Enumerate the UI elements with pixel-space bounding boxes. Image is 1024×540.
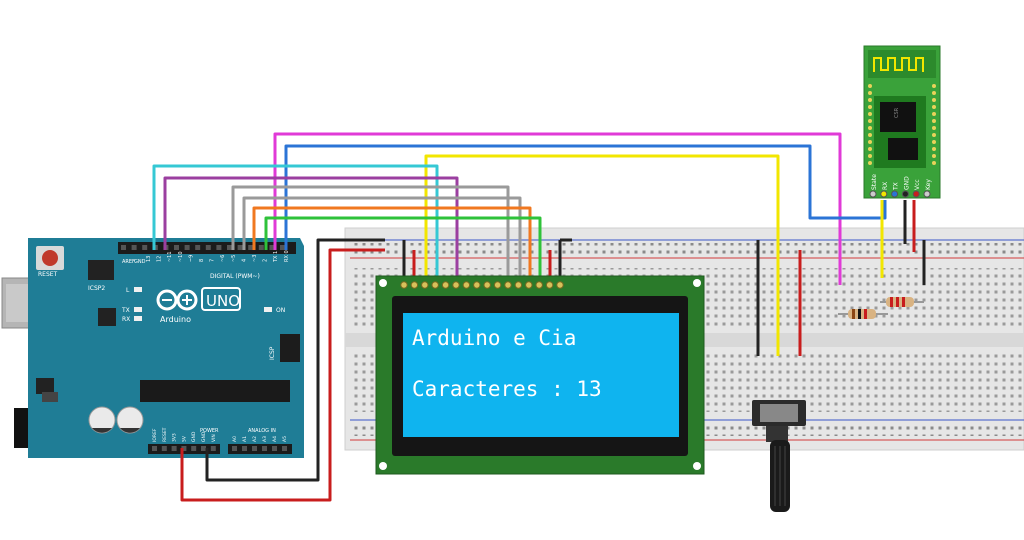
lcd-line-2: Caracteres : 13	[412, 377, 602, 401]
tx-led-label: TX	[121, 307, 130, 314]
on-label: ON	[276, 307, 285, 314]
analog-pin-label: A1	[242, 436, 248, 442]
power-pin-label: 3V3	[172, 433, 178, 442]
power-pin-label: 5V	[181, 435, 187, 442]
reset-label: RESET	[38, 271, 58, 278]
power-pin-label: GND	[201, 431, 207, 442]
wire-black-gnd	[205, 238, 385, 482]
analog-label: ANALOG IN	[248, 428, 276, 434]
arduino-logo-icon	[156, 289, 198, 311]
bt-chip-text: CSR	[894, 107, 900, 118]
wire-magenta	[273, 132, 842, 285]
digital-pin-label: ~11	[167, 251, 173, 262]
wire-yellow-pot	[424, 154, 780, 356]
analog-pin-label: A0	[232, 436, 238, 442]
wire-purple	[163, 176, 459, 285]
resistor-icon	[838, 297, 924, 319]
arduino-uno-board: RESET ICSP2 13 12 ~11 ~10 ~9 8 7 ~6 ~5 4 ~3 2 TX 1 RX…	[1, 238, 304, 458]
power-pin-label: IOREF	[152, 428, 158, 442]
digital-pin-label: 4	[241, 259, 247, 262]
gnd-label: GND	[134, 259, 146, 265]
analog-pin-label: A4	[272, 436, 278, 442]
lcd-line-1: Arduino e Cia	[412, 326, 576, 350]
wire-green	[264, 216, 542, 285]
analog-pin-label: A5	[282, 436, 288, 442]
lcd-display-module: Arduino e Cia Caracteres : 13	[375, 275, 705, 475]
digital-pin-label: ~5	[231, 255, 237, 262]
digital-pin-label: ~9	[188, 255, 194, 262]
power-pin-label: RESET	[162, 427, 168, 442]
wire-cyan	[152, 164, 439, 285]
analog-pin-label: A3	[262, 436, 268, 442]
bt-pin-label: RX	[882, 182, 889, 190]
bt-pin-label: State	[871, 174, 878, 190]
digital-pin-label: TX 1	[273, 251, 279, 263]
l-led-label: L	[126, 287, 130, 294]
reset-button[interactable]	[42, 250, 58, 266]
digital-label: DIGITAL (PWM~)	[210, 273, 260, 280]
bt-pin-label: GND	[903, 176, 910, 190]
wires	[152, 132, 926, 502]
analog-pin-label: A2	[252, 436, 258, 442]
digital-pin-label: ~3	[252, 255, 258, 262]
wire-red-5v	[180, 248, 385, 502]
rx-led-label: RX	[122, 316, 130, 323]
icsp-label: ICSP	[269, 346, 276, 360]
digital-pin-label: RX 0	[284, 250, 290, 262]
bluetooth-antenna-icon	[873, 57, 924, 72]
wire-blue	[284, 144, 887, 250]
potentiometer-icon	[752, 400, 806, 512]
digital-pin-label: 12	[157, 256, 163, 262]
digital-pin-label: 13	[146, 256, 152, 262]
power-pin-label: VIN	[211, 434, 217, 442]
digital-pin-label: ~10	[178, 251, 184, 262]
digital-pin-label: 2	[263, 259, 269, 262]
power-pin-label: GND	[191, 431, 197, 442]
wire-orange	[252, 206, 532, 285]
analog-header	[228, 444, 292, 454]
lcd-screen	[403, 313, 679, 437]
wire-gray-1	[231, 185, 510, 285]
digital-pin-label: 8	[199, 259, 205, 262]
digital-pin-label: 7	[210, 259, 216, 262]
wire-gray-2	[242, 196, 522, 285]
aref-label: AREF	[122, 259, 135, 265]
uno-label: UNO	[206, 292, 240, 310]
power-label: POWER	[200, 428, 219, 434]
bt-pin-label: TX	[893, 182, 900, 191]
digital-pin-label: ~6	[220, 255, 226, 262]
brand-label: Arduino	[160, 315, 191, 324]
bt-pin-label: Vcc	[914, 179, 921, 190]
bt-pin-label: Key	[925, 179, 932, 190]
icsp2-label: ICSP2	[88, 285, 105, 292]
